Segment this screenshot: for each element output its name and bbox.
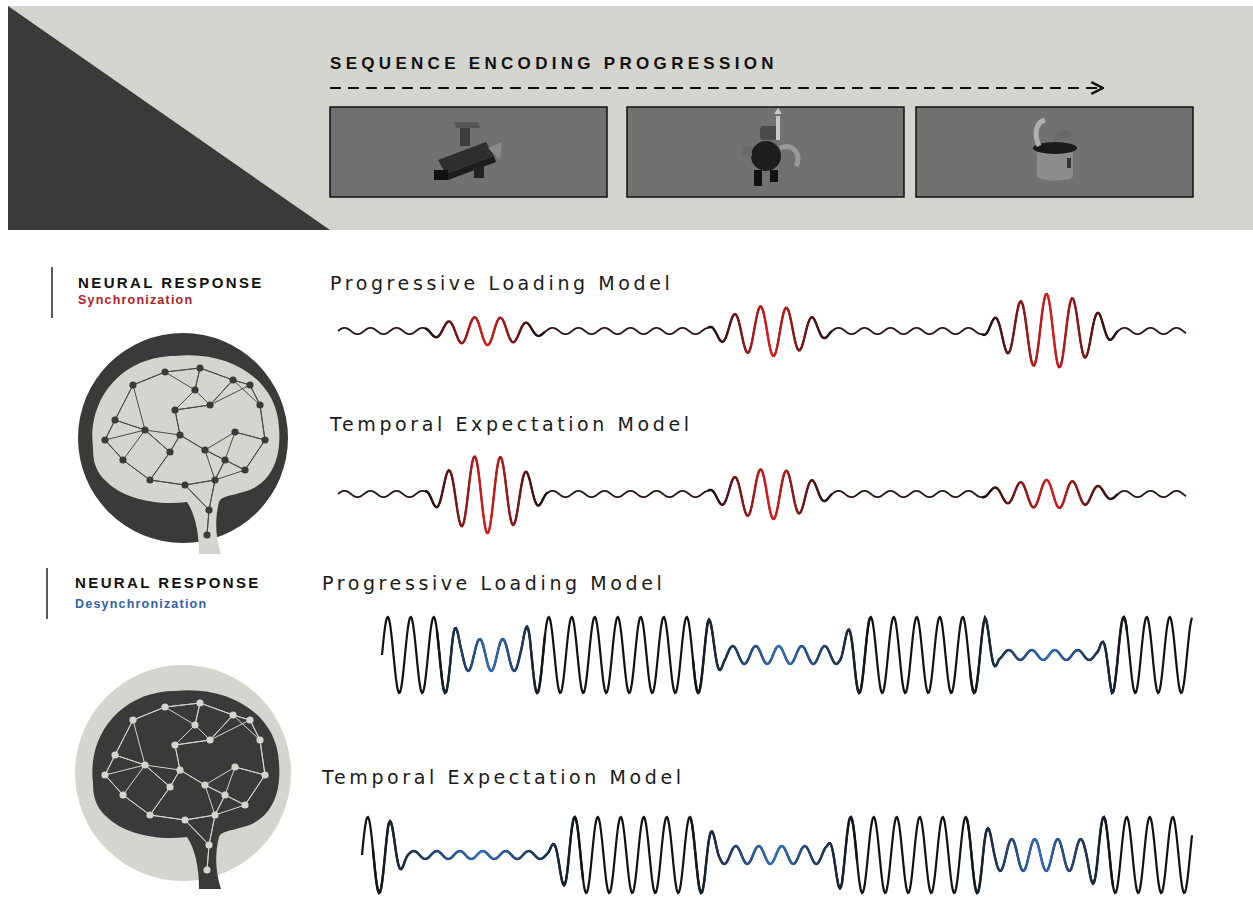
section-subheading: Synchronization [78, 294, 193, 307]
model-title: Temporal Expectation Model [330, 415, 693, 434]
heading-rule [46, 568, 48, 619]
heading-rule [51, 267, 53, 318]
brain-network [92, 690, 279, 889]
model-title: Progressive Loading Model [330, 274, 673, 293]
wave-traces [338, 294, 1192, 893]
banner-ground [8, 6, 1253, 230]
section-heading: NEURAL RESPONSE [78, 275, 264, 290]
model-title: Progressive Loading Model [322, 574, 665, 593]
model-title: Temporal Expectation Model [322, 768, 685, 787]
section-subheading: Desynchronization [75, 598, 207, 611]
stimulus-panels [330, 107, 1193, 197]
brain-network [92, 355, 279, 554]
section-heading: NEURAL RESPONSE [75, 575, 261, 590]
banner-heading: SEQUENCE ENCODING PROGRESSION [330, 55, 778, 72]
progression-arrow [330, 87, 1103, 89]
banner-triangle [8, 6, 330, 230]
